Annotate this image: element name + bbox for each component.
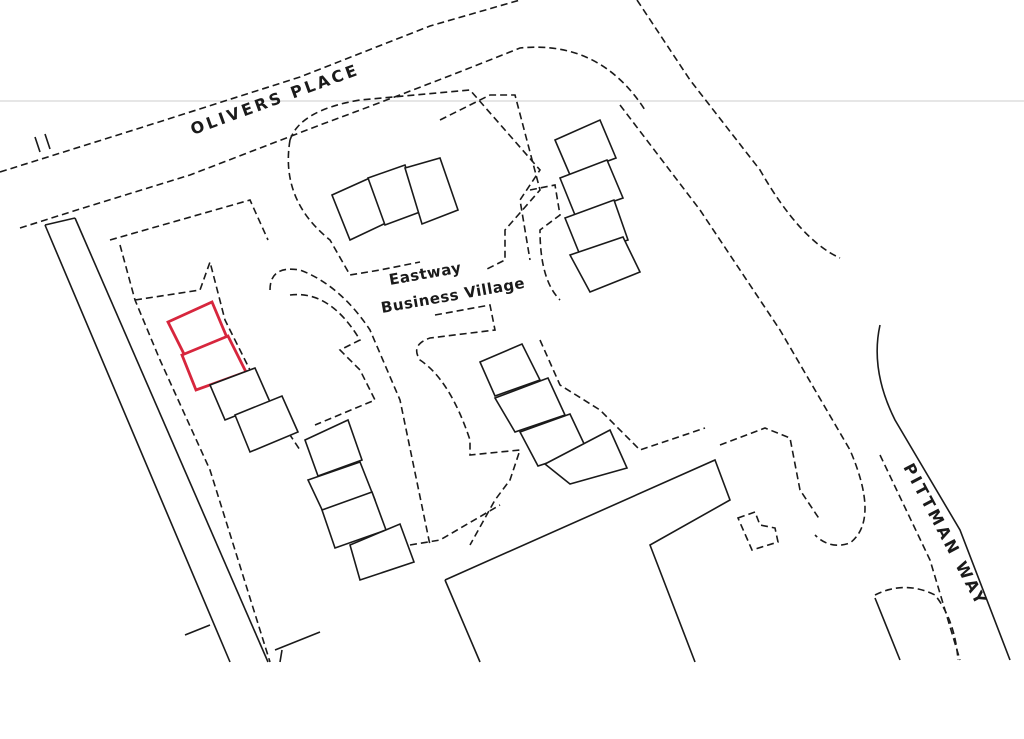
large-building-west-wall <box>444 579 481 663</box>
bottom-left-wall <box>274 631 321 663</box>
central-road-west <box>269 268 431 546</box>
north-plot-boundary <box>439 94 541 271</box>
pittman-way-junction <box>874 586 959 661</box>
large-building-yard <box>719 427 821 521</box>
west-boundary-outer <box>44 224 231 663</box>
northeast-plot-boundary <box>529 184 561 301</box>
large-building-outline <box>444 458 731 663</box>
olivers-place-edge-north <box>0 0 521 173</box>
north-court-boundary-west <box>287 139 421 276</box>
olivers-place-marks <box>34 133 51 153</box>
unit-ne1 <box>553 118 618 177</box>
bottom-left-mark <box>184 624 211 636</box>
pittman-way-edge-east <box>876 324 1011 661</box>
unit-sw1 <box>303 418 364 478</box>
unit-w2 <box>233 394 300 454</box>
west-boundary-top <box>44 217 76 226</box>
central-island <box>289 293 377 426</box>
unit-ne4 <box>568 236 642 294</box>
unit-c4 <box>543 428 629 485</box>
unit-block-southwest <box>303 418 416 582</box>
olivers-place-edge-south <box>19 46 646 229</box>
site-label-line1: Eastway <box>388 258 463 288</box>
unit-block-north <box>330 157 460 242</box>
unit-block-centre <box>478 342 629 485</box>
pittman-way-edge-inner <box>879 454 961 661</box>
unit-sw4 <box>349 522 416 582</box>
central-road-east <box>415 304 522 546</box>
west-boundary-inner <box>74 217 269 663</box>
access-road-north-edge <box>636 0 841 259</box>
access-road-south-edge <box>619 104 866 546</box>
unit-c1 <box>478 342 542 398</box>
small-kiosk <box>736 510 779 551</box>
pittman-way-kerb <box>874 597 901 661</box>
unit-n3 <box>403 157 460 226</box>
road-label-olivers-place: OLIVERS PLACE <box>188 60 362 139</box>
west-inner-boundary <box>109 199 271 663</box>
unit-block-west <box>208 366 300 454</box>
unit-ne2 <box>558 158 625 217</box>
unit-block-northeast <box>553 118 642 294</box>
